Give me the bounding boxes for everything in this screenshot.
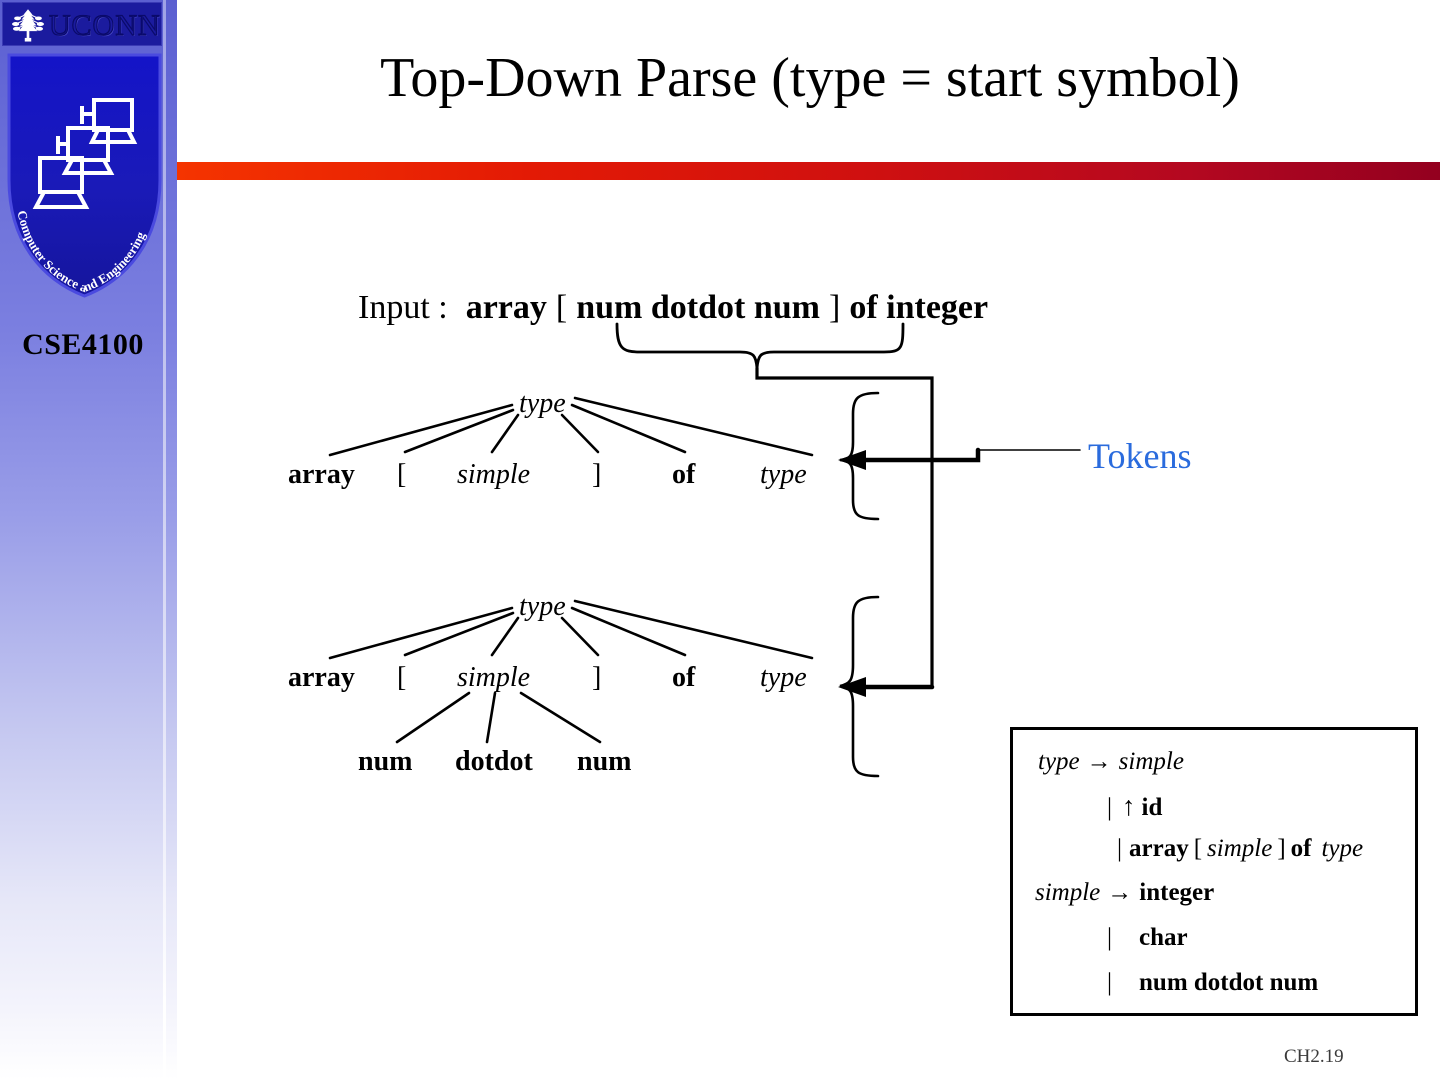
tree2-grandchild-dotdot: dotdot (455, 746, 533, 777)
sidebar-divider (163, 0, 166, 1080)
tokens-connector-line (755, 366, 934, 689)
tree1-child-array: array (288, 459, 355, 490)
input-token-array: array (465, 289, 547, 326)
tree2-child-of: of (672, 662, 696, 693)
tree2-child-lbracket: [ (397, 662, 407, 693)
page-number: CH2.19 (1284, 1046, 1344, 1067)
grammar-r1-lhs: type (1038, 748, 1080, 775)
tokens-arrow-line-1 (855, 447, 981, 463)
grammar-rule-2: | ↑id (1107, 791, 1162, 822)
brace-tree2 (839, 595, 880, 778)
grammar-rule-1: type→simple (1038, 748, 1184, 776)
grammar-r2-bar: | (1107, 794, 1113, 821)
input-label: Input : (358, 289, 448, 326)
grammar-r3-rbracket: ] (1277, 835, 1286, 862)
uconn-wordmark: UCONN (48, 8, 161, 42)
grammar-r3-lbracket: [ (1193, 835, 1203, 862)
tree2-child-type: type (760, 662, 807, 693)
tree2-grandchild-num-1: num (358, 746, 413, 777)
tree2-root-type: type (519, 591, 566, 622)
tree2-child-rbracket: ] (592, 662, 602, 693)
grammar-r4-arrow: → (1107, 879, 1133, 906)
oak-tree-icon (12, 9, 44, 42)
up-arrow-icon: ↑ (1122, 791, 1136, 821)
grammar-rule-6: | num dotdot num (1107, 969, 1318, 997)
tree2-grandchild-num-2: num (577, 746, 632, 777)
arrowhead-left-1 (838, 450, 866, 470)
tree1-child-lbracket: [ (397, 459, 407, 490)
grammar-rule-4: simple→integer (1035, 879, 1214, 907)
input-line: Input : array[num dotdot num]of integer (358, 289, 988, 327)
grammar-r3-array: array (1129, 835, 1189, 862)
brace-tree1 (839, 391, 880, 521)
grammar-r4-rhs: integer (1139, 879, 1215, 906)
uconn-logo-banner: UCONN (2, 2, 162, 46)
grammar-r6-bar: | (1107, 969, 1113, 996)
grammar-r1-rhs: simple (1118, 748, 1184, 775)
tree1-edges (328, 396, 814, 457)
grammar-r3-bar: | (1117, 835, 1123, 862)
tree2-child-array: array (288, 662, 355, 693)
tree2-child-simple: simple (457, 662, 531, 693)
page-title: Top-Down Parse (type = start symbol) (380, 47, 1240, 109)
grammar-r3-of: of (1290, 835, 1312, 862)
input-token-lbracket: [ (555, 289, 568, 326)
input-underbrace (615, 322, 905, 369)
grammar-r6-rhs: num dotdot num (1139, 969, 1319, 996)
tree1-child-simple: simple (457, 459, 531, 490)
tree1-child-type: type (760, 459, 807, 490)
tokens-annotation-label: Tokens (1088, 436, 1192, 476)
grammar-r5-bar: | (1107, 924, 1113, 951)
tree1-root-type: type (519, 388, 566, 419)
input-token-num-dotdot-num: num dotdot num (576, 289, 820, 326)
grammar-r4-lhs: simple (1035, 879, 1101, 906)
tree1-child-rbracket: ] (592, 459, 602, 490)
title-accent-bar (177, 162, 1440, 180)
course-code-label: CSE4100 (22, 328, 144, 361)
tree1-child-of: of (672, 459, 696, 490)
arrowhead-left-2 (838, 677, 866, 697)
grammar-r1-arrow: → (1086, 748, 1112, 775)
grammar-r2-id: id (1141, 794, 1163, 821)
grammar-r5-rhs: char (1139, 924, 1188, 951)
grammar-r3-type: type (1321, 835, 1364, 862)
grammar-r3-simple: simple (1207, 835, 1273, 862)
input-token-of-integer: of integer (849, 289, 989, 326)
grammar-rule-5: | char (1107, 924, 1188, 952)
input-token-rbracket: ] (828, 289, 841, 326)
cse-shield-logo: Computer Science and Engineering (7, 53, 162, 298)
